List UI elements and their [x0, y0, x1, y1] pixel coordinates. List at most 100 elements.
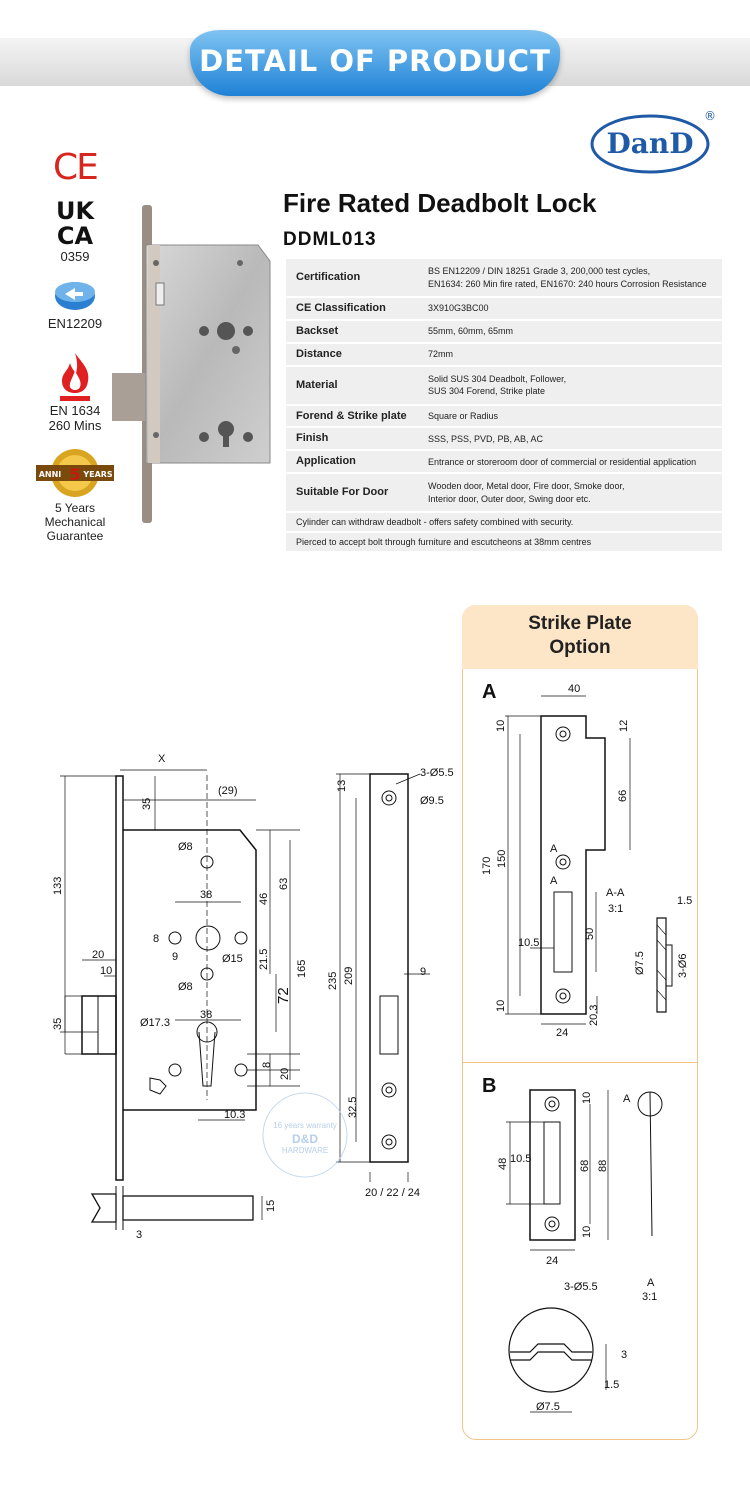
svg-text:UK: UK — [56, 197, 95, 225]
spec-value: BS EN12209 / DIN 18251 Grade 3, 200,000 … — [418, 259, 722, 296]
dim-13: 13 — [336, 780, 348, 792]
spec-value: Wooden door, Metal door, Fire door, Smok… — [418, 474, 722, 512]
spec-value: SSS, PSS, PVD, PB, AB, AC — [418, 428, 722, 450]
dim-15: 15 — [265, 1200, 277, 1212]
spec-value: Square or Radius — [418, 405, 722, 427]
dim-72: 72 — [275, 987, 292, 1004]
spec-row-forend: Forend & Strike plate Square or Radius — [286, 405, 722, 427]
spec-row-ce-classification: CE Classification 3X910G3BC00 — [286, 298, 722, 319]
strike-b-label: B — [482, 1075, 496, 1097]
dim-10-a: 10 — [495, 720, 507, 732]
forend-drawing — [336, 773, 430, 1182]
dim-b-1-5: 1.5 — [604, 1379, 619, 1391]
watermark — [262, 1092, 348, 1178]
fire-icon — [60, 353, 90, 401]
dim-150: 150 — [496, 850, 508, 868]
spec-row-suitable-door: Suitable For Door Wooden door, Metal doo… — [286, 474, 722, 512]
dim-170: 170 — [481, 857, 493, 875]
strike-plate-title: Strike Plate Option — [528, 613, 632, 658]
dim-10-5: 10.5 — [518, 937, 539, 949]
spec-note: Pierced to accept bolt through furniture… — [286, 533, 722, 552]
banner-tab — [190, 30, 560, 96]
spec-row-finish: Finish SSS, PSS, PVD, PB, AB, AC — [286, 428, 722, 450]
strike-plate-a-drawing — [505, 695, 673, 1025]
guarantee-line3: Guarantee — [46, 529, 104, 543]
dim-8: 8 — [153, 933, 159, 945]
spec-key: Forend & Strike plate — [286, 405, 418, 427]
spec-value: Entrance or storeroom door of commercial… — [418, 451, 722, 473]
cycle-arrow-icon — [55, 282, 95, 310]
spec-key: Application — [286, 451, 418, 473]
svg-text:YEARS: YEARS — [82, 470, 113, 479]
dand-logo: DanD ® — [590, 109, 716, 174]
dim-8-b: 8 — [261, 1062, 273, 1068]
dim-b-24: 24 — [546, 1255, 558, 1267]
spec-row-distance: Distance 72mm — [286, 343, 722, 365]
spec-key: Suitable For Door — [286, 474, 418, 512]
dim-38-b: 38 — [200, 1009, 212, 1021]
spec-note: Cylinder can withdraw deadbolt - offers … — [286, 513, 722, 532]
view-a-marker: A — [623, 1093, 631, 1105]
dim-35: 35 — [52, 1018, 64, 1030]
guarantee-badge-icon: ANNI 5 YEARS — [36, 449, 114, 497]
spec-key: Material — [286, 366, 418, 404]
spec-row-backset: Backset 55mm, 60mm, 65mm — [286, 320, 722, 342]
dim-88: 88 — [597, 1160, 609, 1172]
view-a-label: A — [647, 1277, 655, 1289]
banner: DETAIL OF PRODUCT — [0, 0, 750, 100]
dim-209: 209 — [343, 967, 355, 985]
dim-holes-6: 3-Ø6 — [677, 954, 689, 978]
logo-text: DanD — [606, 127, 693, 160]
registered-mark: ® — [704, 109, 716, 123]
svg-text:CA: CA — [57, 222, 94, 249]
dim-b-3: 3 — [621, 1349, 627, 1361]
spec-key: Finish — [286, 428, 418, 450]
spec-note-row: Pierced to accept bolt through furniture… — [286, 533, 722, 552]
dim-b-phi7-5: Ø7.5 — [536, 1401, 560, 1413]
dim-68: 68 — [579, 1160, 591, 1172]
dim-widths: 20 / 22 / 24 — [365, 1187, 420, 1199]
en1634-label: EN 1634 — [49, 403, 101, 418]
spec-value: 55mm, 60mm, 65mm — [418, 320, 722, 342]
guarantee-line2: Mechanical — [44, 515, 106, 529]
banner-title: DETAIL OF PRODUCT — [199, 44, 551, 78]
dim-46: 46 — [258, 893, 270, 905]
strike-a-label: A — [482, 681, 496, 703]
dim-x: X — [158, 753, 166, 765]
spec-row-material: Material Solid SUS 304 Deadbolt, Followe… — [286, 366, 722, 404]
dim-phi7-5: Ø7.5 — [634, 951, 646, 975]
ukca-label: 0359 — [60, 249, 90, 264]
dim-holes-5-5: 3-Ø5.5 — [420, 767, 454, 779]
dim-b-10-a: 10 — [581, 1092, 593, 1104]
section-a: A — [550, 843, 558, 855]
certifications-column: CE UK CA 0359 EN12209 EN 1634 260 Mins A… — [20, 145, 130, 543]
strike-plate-b-drawing — [506, 1089, 663, 1413]
fire-minutes-label: 260 Mins — [48, 418, 102, 433]
dim-phi17-3: Ø17.3 — [140, 1017, 170, 1029]
spec-key: CE Classification — [286, 298, 418, 319]
spec-key: Backset — [286, 320, 418, 342]
spec-table: Certification BS EN12209 / DIN 18251 Gra… — [286, 257, 722, 553]
dim-phi9-5: Ø9.5 — [420, 795, 444, 807]
view-a-scale: 3:1 — [642, 1291, 657, 1303]
section-scale: 3:1 — [608, 903, 623, 915]
dim-12: 12 — [618, 720, 630, 732]
spec-value: Solid SUS 304 Deadbolt, Follower,SUS 304… — [418, 366, 722, 404]
dim-24-a: 24 — [556, 1027, 568, 1039]
lock-body-drawing — [60, 769, 300, 1230]
dim-48: 48 — [497, 1158, 509, 1170]
dim-10-b: 10 — [495, 1000, 507, 1012]
dim-40: 40 — [568, 683, 580, 695]
guarantee-line1: 5 Years — [54, 501, 96, 515]
svg-text:CE: CE — [53, 147, 97, 187]
ukca-mark-icon: UK CA — [56, 197, 95, 249]
dim-9-forend: 9 — [420, 966, 426, 978]
section-a-2: A — [550, 875, 558, 887]
dim-50: 50 — [584, 928, 596, 940]
product-photo — [112, 205, 271, 523]
spec-row-application: Application Entrance or storeroom door o… — [286, 451, 722, 473]
product-title: Fire Rated Deadbolt Lock — [283, 188, 597, 218]
dim-20-b: 20 — [279, 1068, 291, 1080]
svg-text:ANNI: ANNI — [39, 470, 62, 479]
dim-35-top: 35 — [141, 798, 153, 810]
